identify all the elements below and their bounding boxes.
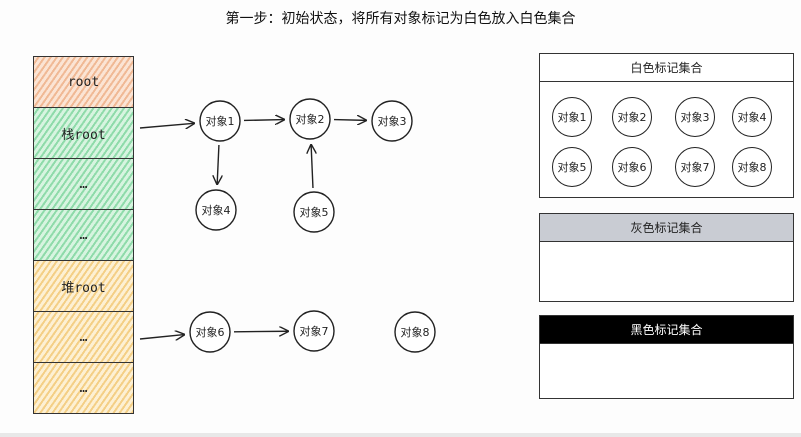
object-node-label: 对象7 bbox=[300, 324, 329, 338]
root-stack: root 栈root … … 堆root … … bbox=[33, 56, 134, 414]
object-node-circle bbox=[199, 100, 241, 142]
edge-n6-n7 bbox=[233, 331, 288, 332]
object-node-n5: 对象5 bbox=[293, 191, 335, 233]
edge-n2-n3 bbox=[333, 120, 366, 121]
stack-cell-ellipsis: … bbox=[33, 209, 134, 261]
object-node-label: 对象8 bbox=[401, 325, 430, 339]
object-node-label: 对象6 bbox=[196, 325, 225, 339]
gray-set-header: 灰色标记集合 bbox=[540, 214, 793, 242]
object-node-circle bbox=[289, 98, 331, 140]
white-set-item: 对象7 bbox=[675, 147, 715, 187]
white-set-header: 白色标记集合 bbox=[540, 54, 793, 82]
stack-cell-label: 堆root bbox=[61, 280, 106, 296]
gray-set: 灰色标记集合 bbox=[539, 213, 794, 302]
white-set-item: 对象4 bbox=[732, 97, 772, 137]
stack-cell-ellipsis: … bbox=[33, 362, 134, 414]
white-set-body: 对象1 对象2 对象3 对象4 对象5 对象6 对象7 对象8 bbox=[540, 82, 793, 197]
white-set-item: 对象5 bbox=[552, 147, 592, 187]
object-node-circle bbox=[394, 311, 436, 353]
page-title: 第一步：初始状态，将所有对象标记为白色放入白色集合 bbox=[225, 11, 576, 27]
stack-cell-ellipsis: … bbox=[33, 311, 134, 363]
white-set-item: 对象8 bbox=[732, 147, 772, 187]
stack-cell-label: 栈root bbox=[61, 127, 106, 143]
object-node-circle bbox=[293, 191, 335, 233]
gray-set-title: 灰色标记集合 bbox=[630, 221, 703, 235]
object-node-n8: 对象8 bbox=[394, 311, 436, 353]
white-set-title: 白色标记集合 bbox=[630, 61, 703, 75]
black-set-title: 黑色标记集合 bbox=[630, 323, 703, 337]
stack-cell-label: … bbox=[79, 227, 88, 243]
white-set-item: 对象2 bbox=[612, 97, 652, 137]
bottom-divider bbox=[0, 433, 801, 437]
object-node-circle bbox=[293, 310, 335, 352]
white-set: 白色标记集合 对象1 对象2 对象3 对象4 对象5 对象6 对象7 对象8 bbox=[539, 53, 794, 198]
edge-heap-root-n6 bbox=[139, 335, 184, 339]
black-set-header: 黑色标记集合 bbox=[540, 316, 793, 344]
object-node-circle bbox=[371, 100, 413, 142]
stack-cell-label: … bbox=[79, 380, 88, 396]
object-node-n7: 对象7 bbox=[293, 310, 335, 352]
stack-cell-label: … bbox=[79, 329, 88, 345]
object-node-n2: 对象2 bbox=[289, 98, 331, 140]
object-node-circle bbox=[195, 189, 237, 231]
stack-cell-stack-root: 栈root bbox=[33, 107, 134, 159]
edge-n1-n4 bbox=[217, 144, 219, 184]
edge-stack-root-n1 bbox=[139, 123, 194, 128]
object-node-label: 对象4 bbox=[202, 203, 231, 217]
object-node-n1: 对象1 bbox=[199, 100, 241, 142]
stack-cell-heap-root: 堆root bbox=[33, 260, 134, 312]
stack-cell-label: root bbox=[67, 74, 100, 90]
black-set: 黑色标记集合 bbox=[539, 315, 794, 399]
edge-n5-n2 bbox=[311, 145, 313, 189]
white-set-item: 对象6 bbox=[612, 147, 652, 187]
edge-n1-n2 bbox=[243, 120, 284, 121]
white-set-item: 对象3 bbox=[675, 97, 715, 137]
object-node-n3: 对象3 bbox=[371, 100, 413, 142]
object-node-n6: 对象6 bbox=[189, 311, 231, 353]
object-node-n4: 对象4 bbox=[195, 189, 237, 231]
object-node-circle bbox=[189, 311, 231, 353]
object-node-label: 对象3 bbox=[378, 114, 407, 128]
object-node-label: 对象1 bbox=[206, 114, 235, 128]
white-set-item: 对象1 bbox=[552, 97, 592, 137]
object-node-label: 对象2 bbox=[296, 112, 325, 126]
object-node-label: 对象5 bbox=[300, 205, 329, 219]
stack-cell-label: … bbox=[79, 176, 88, 192]
